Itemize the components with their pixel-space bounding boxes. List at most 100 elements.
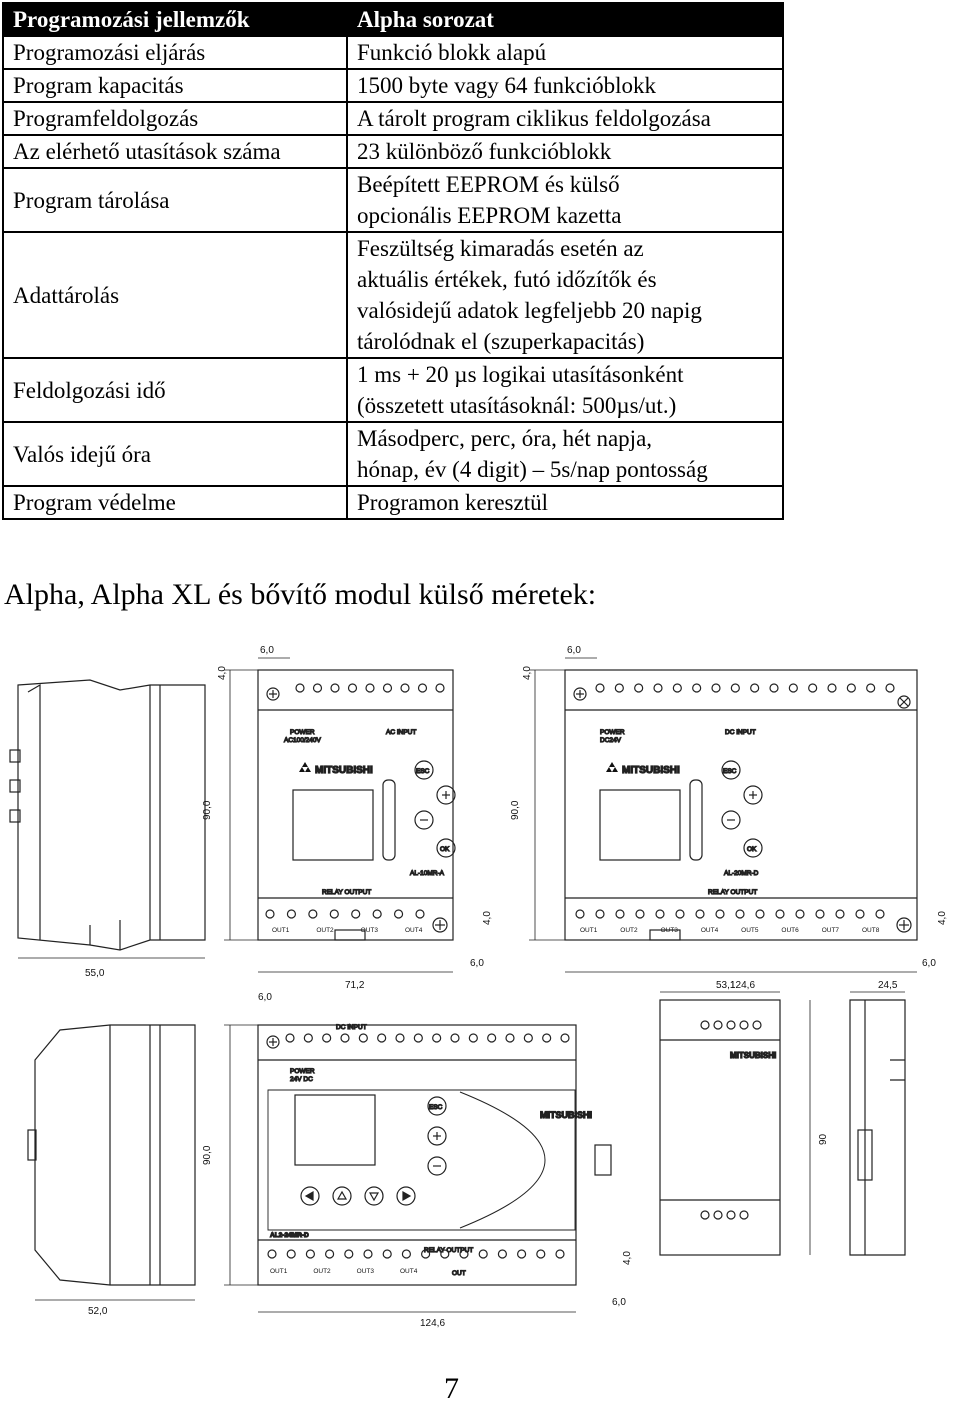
terminal-screw-icon	[401, 1249, 411, 1259]
terminal-screw-icon	[755, 909, 765, 919]
output-label: OUT4	[400, 1268, 418, 1275]
u2-power-label: POWER	[600, 729, 625, 736]
terminal-screw-icon	[286, 909, 297, 919]
value-cell: Programon keresztül	[346, 485, 784, 520]
terminal-screw-icon	[358, 1033, 368, 1043]
terminal-screw-icon	[634, 683, 644, 693]
dim-height-1: 90,0	[202, 800, 213, 820]
terminal-screw-icon	[675, 909, 685, 919]
terminal-screw-icon	[377, 1033, 387, 1043]
value-line: tárolódnak el (szuperkapacitás)	[357, 329, 645, 354]
u3-esc-button: ESC	[429, 1104, 443, 1111]
table-header-row: Programozási jellemzők Alpha sorozat	[2, 2, 784, 37]
header-value: Alpha sorozat	[346, 2, 784, 37]
terminal-screw-icon	[435, 683, 445, 693]
terminal-screw-icon	[344, 1249, 354, 1259]
u1-brand: MITSUBISHI	[315, 765, 373, 776]
u3-power-spec: 24V DC	[290, 1076, 313, 1083]
terminal-screw-icon	[450, 1033, 460, 1043]
terminal-screw-icon	[635, 909, 645, 919]
terminal-screw-icon	[400, 683, 410, 693]
value-line: Feszültség kimaradás esetén az	[357, 236, 644, 261]
terminal-screw-icon	[866, 683, 876, 693]
terminal-screw-icon	[735, 909, 745, 919]
terminal-screw-icon	[468, 1033, 478, 1043]
header-feature: Programozási jellemzők	[2, 2, 348, 37]
terminal-screw-icon	[516, 1249, 527, 1259]
terminal-screw-icon	[340, 1033, 350, 1043]
terminal-screw-icon	[395, 1033, 405, 1043]
terminal-screw-icon	[478, 1249, 488, 1259]
terminal-screw-icon	[363, 1249, 373, 1259]
specification-table: Programozási jellemzők Alpha sorozat Pro…	[2, 2, 784, 520]
mitsubishi-logo-icon	[606, 762, 618, 772]
value-cell: Másodperc, perc, óra, hét napja,hónap, é…	[346, 421, 784, 487]
terminal-screw-icon	[815, 909, 825, 919]
value-cell: Feszültség kimaradás esetén az aktuális é…	[346, 231, 784, 359]
u2-power-spec: DC24V	[600, 737, 622, 744]
u2-ok-button: OK	[747, 846, 757, 853]
output-label: OUT4	[405, 927, 423, 934]
u1-esc-button: ESC	[416, 768, 430, 775]
feature-cell: Program tárolása	[2, 167, 348, 233]
value-cell: Funkció blokk alapú	[346, 35, 784, 70]
dim-bottom3-6: 6,0	[612, 1297, 626, 1308]
u2-input-label: DC INPUT	[725, 729, 756, 736]
dim-width-front-3: 124,6	[420, 1318, 445, 1329]
output-label: OUT8	[862, 927, 880, 934]
feature-cell: Adattárolás	[2, 231, 348, 359]
u3-input-label: DC INPUT	[336, 1024, 367, 1031]
output-label: OUT2	[620, 927, 638, 934]
terminal-screw-icon	[267, 1249, 277, 1259]
terminal-screw-icon	[322, 1033, 332, 1043]
terminal-screw-icon	[505, 1033, 515, 1043]
terminal-screw-icon	[542, 1033, 552, 1043]
terminal-screw-icon	[695, 909, 705, 919]
terminal-screw-icon	[265, 909, 275, 919]
dim-top1-6: 6,0	[260, 645, 274, 656]
dim-height-2: 90,0	[510, 800, 521, 820]
value-line: 23 különböző funkcióblokk	[357, 139, 612, 164]
u2-esc-button: ESC	[723, 768, 737, 775]
terminal-screw-icon	[775, 909, 785, 919]
bottom-dimensions	[35, 991, 905, 1313]
value-line: valósidejű adatok legfeljebb 20 napig	[357, 298, 702, 323]
terminal-screw-icon	[575, 909, 585, 919]
value-line: aktuális értékek, futó időzítők és	[357, 267, 657, 292]
output-label: OUT1	[270, 1268, 288, 1275]
terminal-screw-icon	[347, 683, 358, 693]
terminal-screw-icon	[615, 909, 625, 919]
output-label: OUT1	[272, 927, 290, 934]
side-view-alpha2	[27, 1024, 196, 1286]
terminal-screw-icon	[835, 909, 845, 919]
terminal-screw-icon	[382, 683, 393, 693]
u1-input-label: AC INPUT	[386, 729, 416, 736]
terminal-screw-icon	[459, 1249, 469, 1259]
value-line: 1500 byte vagy 64 funkcióblokk	[357, 73, 656, 98]
u3-model: AL2-24MR-D	[270, 1232, 309, 1239]
terminal-screw-icon	[365, 683, 375, 693]
terminal-screw-icon	[595, 909, 605, 919]
terminal-screw-icon	[330, 683, 340, 693]
terminal-screw-icon	[351, 909, 361, 919]
terminal-screw-icon	[653, 683, 663, 693]
side-view-alpha	[9, 679, 206, 951]
terminal-screw-icon	[393, 909, 404, 919]
dim-height-3: 90,0	[202, 1145, 213, 1165]
terminal-screw-icon	[523, 1033, 533, 1043]
dim-width-side-1: 55,0	[85, 968, 105, 979]
feature-cell: Program kapacitás	[2, 68, 348, 103]
terminal-screw-icon	[325, 1249, 335, 1259]
u1-model: AL-10MR-A	[410, 870, 445, 877]
u2-output-label: RELAY OUTPUT	[708, 889, 757, 896]
dim-top2-6: 6,0	[567, 645, 581, 656]
dim-height-expansion: 90	[818, 1133, 829, 1145]
terminal-screw-icon	[303, 1033, 313, 1043]
page-number: 7	[444, 1372, 459, 1405]
u1-output-label: RELAY OUTPUT	[322, 889, 371, 896]
